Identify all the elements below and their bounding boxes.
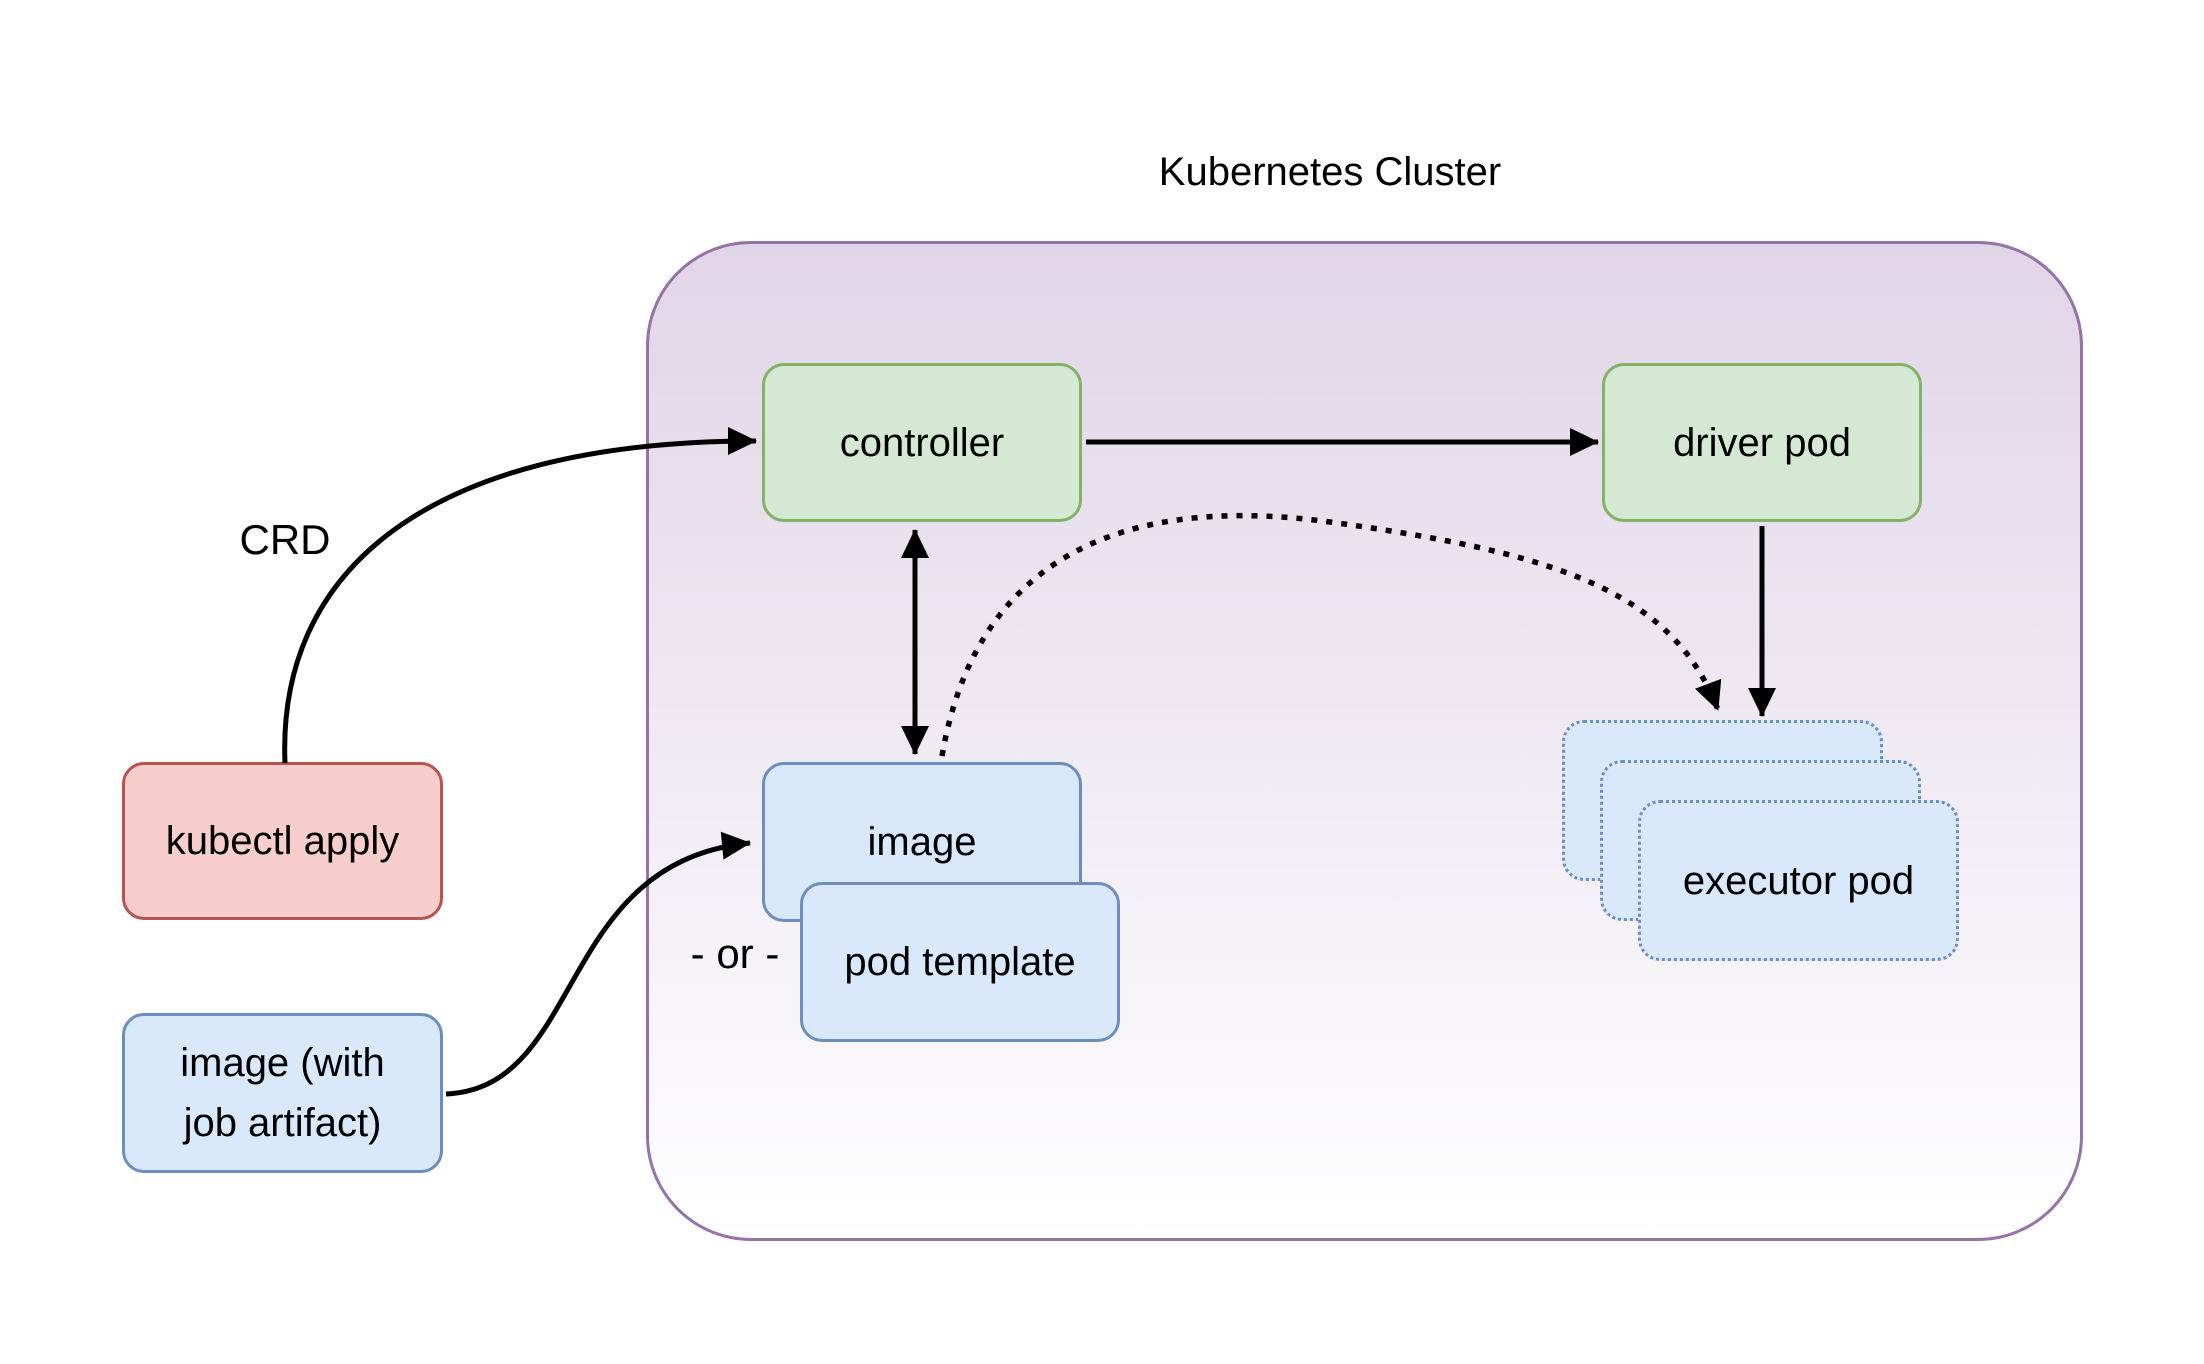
image-with-job-artifact-label-line2: job artifact) [183,1101,382,1145]
controller-label: controller [839,420,1005,465]
label-or: - or - [690,930,780,977]
label-crd: CRD [239,516,331,563]
executor-pod-label: executor pod [1682,858,1915,903]
node-executor-pod-front: executor pod [1638,800,1959,961]
node-image-with-job-artifact: image (with job artifact) [122,1013,443,1173]
image-label: image [867,820,977,864]
kubectl-apply-label: kubectl apply [165,819,400,863]
diagram-title: Kubernetes Cluster [1158,150,1502,194]
node-controller: controller [762,363,1082,522]
node-pod-template: pod template [800,882,1120,1042]
node-kubectl-apply: kubectl apply [122,762,443,920]
node-driver-pod: driver pod [1602,363,1922,522]
pod-template-label: pod template [844,940,1076,984]
driver-pod-label: driver pod [1673,420,1851,465]
image-with-job-artifact-label-line1: image (with [180,1041,385,1085]
